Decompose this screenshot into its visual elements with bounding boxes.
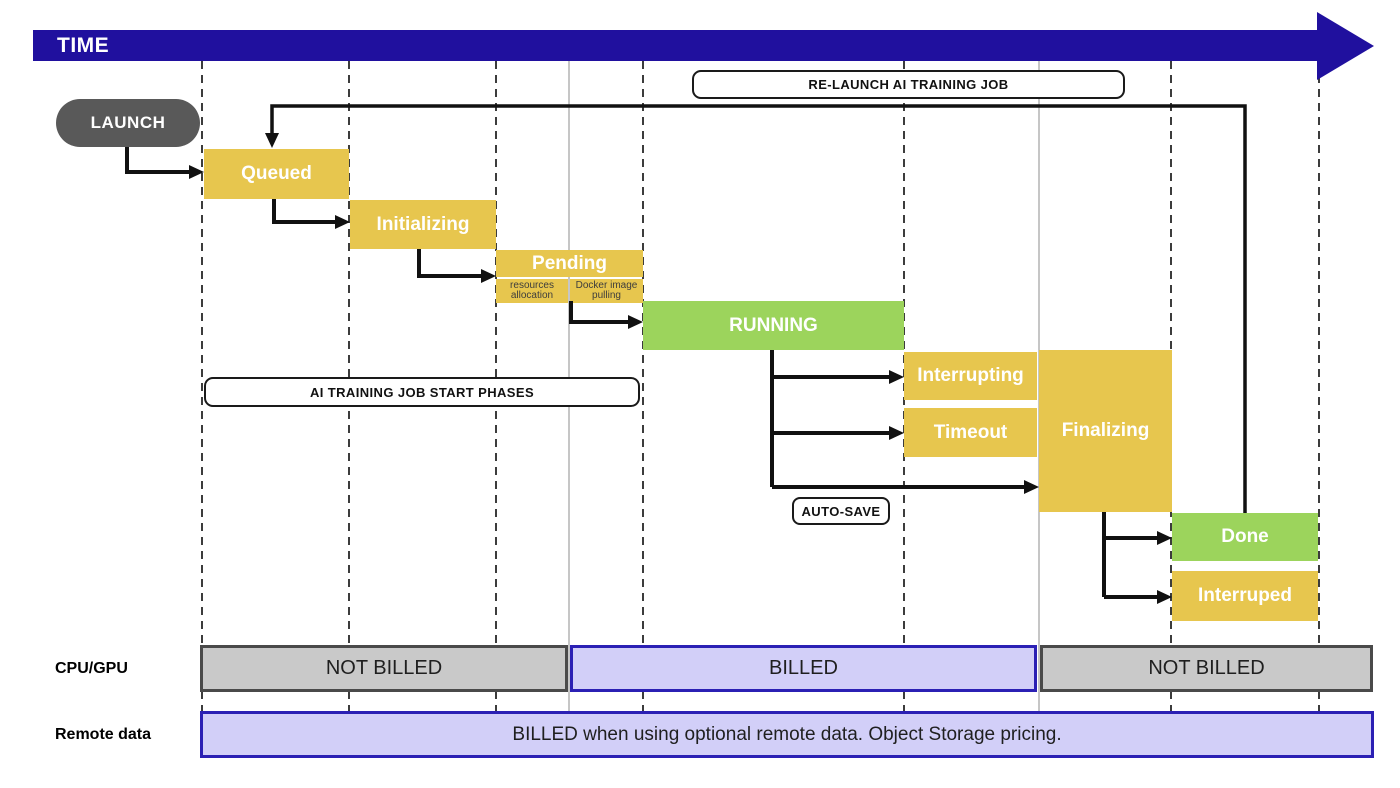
state-pending-title: Pending [496,250,643,277]
cpu-gpu-not-billed-right: NOT BILLED [1040,645,1373,692]
phase-divider-dashed-7 [1318,61,1320,711]
state-done: Done [1172,513,1318,561]
remote-data-row-label: Remote data [55,725,152,743]
state-queued: Queued [204,149,349,199]
launch-node: LAUNCH [56,99,200,147]
phase-divider-dashed-1 [201,61,203,711]
relaunch-annotation: RE-LAUNCH AI TRAINING JOB [692,70,1125,99]
cpu-gpu-not-billed-left: NOT BILLED [200,645,568,692]
state-finalizing: Finalizing [1039,350,1172,512]
state-pending-subphases: resources allocation Docker image pullin… [496,279,643,303]
cpu-gpu-billed: BILLED [570,645,1037,692]
arrow-pending-to-running [569,301,643,329]
arrow-relaunch-done-to-queued [265,104,1247,513]
remote-data-billed-bar: BILLED when using optional remote data. … [200,711,1374,758]
phase-divider-dashed-4 [642,61,644,711]
arrow-launch-to-queued [125,147,204,179]
time-axis-arrowhead-icon [1317,12,1374,80]
cpu-gpu-row-label: CPU/GPU [55,659,128,677]
arrow-queued-to-initializing [272,199,350,229]
state-interrupting: Interrupting [904,352,1037,400]
autosave-annotation: AUTO-SAVE [792,497,890,525]
state-timeout: Timeout [904,408,1037,457]
state-interruped: Interruped [1172,571,1318,621]
state-initializing: Initializing [350,200,496,249]
pending-docker-image-pulling: Docker image pulling [570,279,643,303]
pending-resources-allocation: resources allocation [496,279,568,303]
start-phases-annotation: AI TRAINING JOB START PHASES [204,377,640,407]
state-running: RUNNING [643,301,904,350]
time-axis-label: TIME [57,33,110,57]
time-axis-bar [33,30,1317,61]
arrow-initializing-to-pending [417,249,496,283]
state-pending: Pending resources allocation Docker imag… [496,250,643,303]
